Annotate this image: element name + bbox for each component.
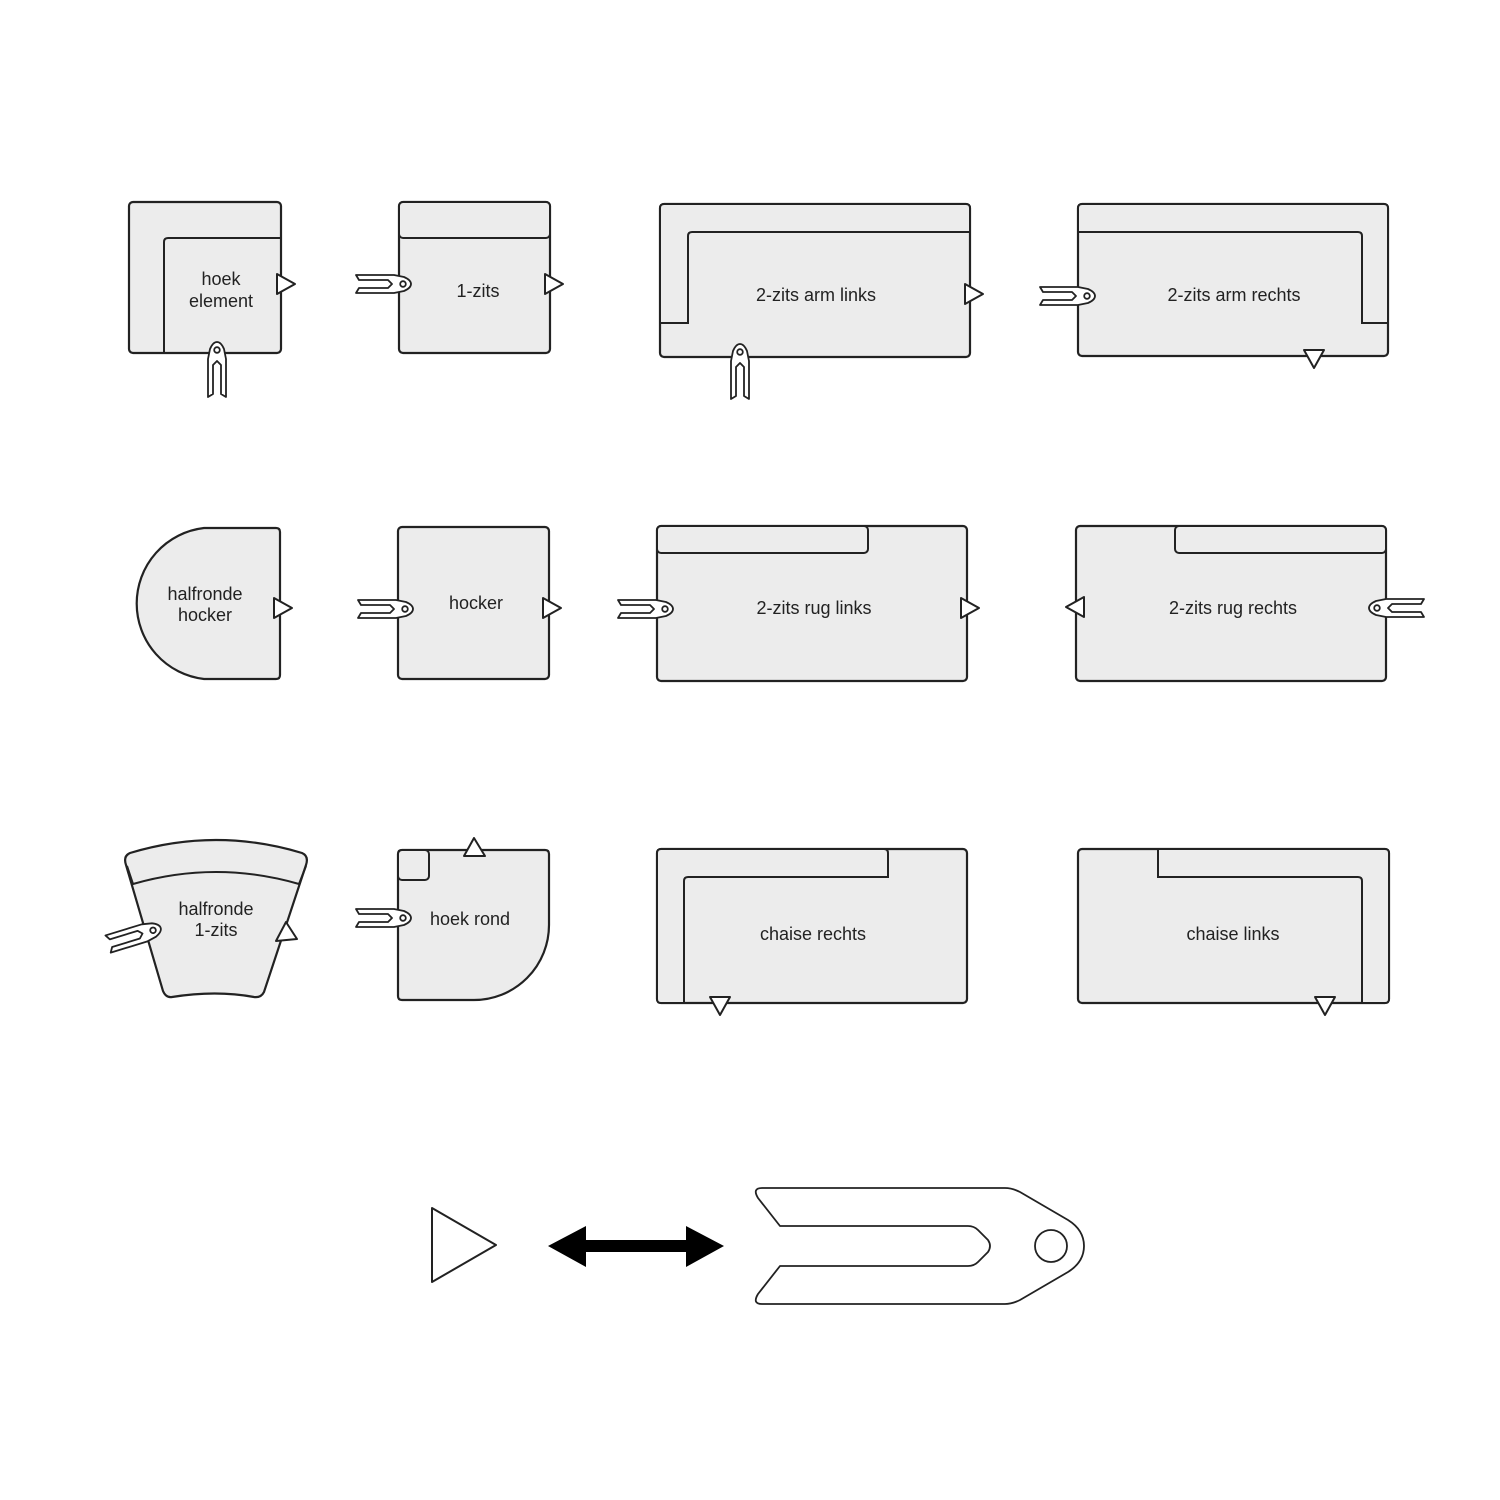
triangle-connector-icon bbox=[544, 273, 564, 295]
connector-clip-icon bbox=[355, 274, 412, 294]
module-halfronde-hocker: halfronde hocker bbox=[135, 526, 293, 681]
connector-clip-icon bbox=[754, 1187, 1085, 1305]
module-2-zits-rug-rechts: 2-zits rug rechts bbox=[1065, 524, 1425, 683]
module-2-zits-rug-links: 2-zits rug links bbox=[617, 524, 980, 683]
connector-clip-icon bbox=[730, 343, 750, 400]
connector-clip-icon bbox=[207, 341, 227, 398]
module-label: 2-zits arm links bbox=[756, 285, 876, 305]
module-label: 1-zits bbox=[456, 281, 499, 301]
connector-clip-icon bbox=[357, 599, 414, 619]
module-hocker: hocker bbox=[357, 525, 562, 681]
module-label: chaise links bbox=[1186, 924, 1279, 944]
triangle-connector-icon bbox=[542, 597, 562, 619]
module-label: 2-zits arm rechts bbox=[1167, 285, 1300, 305]
module-label: chaise rechts bbox=[760, 924, 866, 944]
triangle-connector-icon bbox=[960, 597, 980, 619]
module-label: 2-zits rug rechts bbox=[1169, 598, 1297, 618]
module-hoek-element: hoek element bbox=[127, 200, 296, 398]
triangle-connector-icon bbox=[431, 1207, 497, 1283]
module-label: hocker bbox=[449, 593, 503, 613]
module-label-line1: hoek bbox=[201, 269, 241, 289]
triangle-connector-icon bbox=[964, 283, 984, 305]
module-2-zits-arm-rechts: 2-zits arm rechts bbox=[1039, 202, 1390, 369]
module-label: hoek rond bbox=[430, 909, 510, 929]
triangle-connector-icon bbox=[275, 921, 298, 942]
module-hoek-rond: hoek rond bbox=[355, 837, 551, 1002]
legend bbox=[431, 1187, 1085, 1305]
module-1-zits: 1-zits bbox=[355, 200, 564, 355]
module-label-line2: element bbox=[189, 291, 253, 311]
connector-clip-icon bbox=[355, 908, 412, 928]
module-label-line2: hocker bbox=[178, 605, 232, 625]
module-halfronde-1-zits: halfronde 1-zits bbox=[104, 838, 308, 999]
connector-clip-icon bbox=[617, 599, 674, 619]
triangle-connector-icon bbox=[463, 837, 486, 857]
triangle-connector-icon bbox=[709, 996, 731, 1016]
module-chaise-links: chaise links bbox=[1076, 847, 1391, 1016]
double-arrow-icon bbox=[548, 1226, 724, 1267]
connector-clip-icon bbox=[1368, 598, 1425, 618]
triangle-connector-icon bbox=[276, 273, 296, 295]
module-label: 2-zits rug links bbox=[756, 598, 871, 618]
module-label-line2: 1-zits bbox=[194, 920, 237, 940]
module-label-line1: halfronde bbox=[167, 584, 242, 604]
connector-clip-icon bbox=[1039, 286, 1096, 306]
triangle-connector-icon bbox=[273, 597, 293, 619]
triangle-connector-icon bbox=[1303, 349, 1325, 369]
module-2-zits-arm-links: 2-zits arm links bbox=[658, 202, 984, 400]
module-chaise-rechts: chaise rechts bbox=[655, 847, 969, 1016]
triangle-connector-icon bbox=[1314, 996, 1336, 1016]
module-label-line1: halfronde bbox=[178, 899, 253, 919]
triangle-connector-icon bbox=[1065, 596, 1085, 618]
